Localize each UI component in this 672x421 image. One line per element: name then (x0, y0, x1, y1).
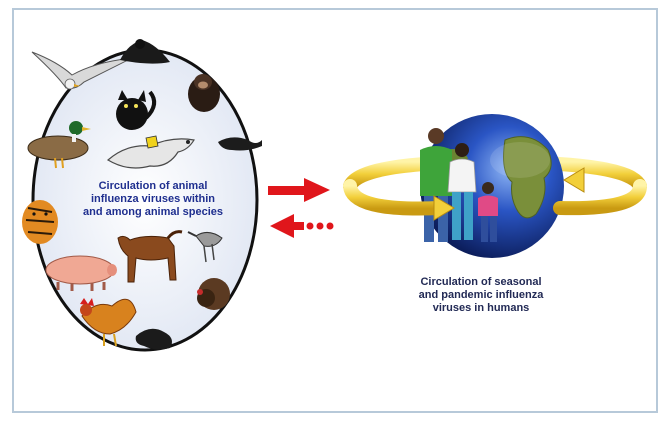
orbit-ring-front-right (560, 186, 640, 208)
caption-line: and pandemic influenza (386, 289, 576, 302)
caption-line: and among animal species (60, 206, 246, 219)
arrow-human-to-animal (270, 214, 334, 238)
tiger-icon (22, 200, 58, 244)
caption-line: Circulation of seasonal (386, 276, 576, 289)
caption-line: influenza viruses within (60, 193, 246, 206)
animal-circulation-caption: Circulation of animal influenza viruses … (60, 180, 246, 219)
caption-line: Circulation of animal (60, 180, 246, 193)
ferret-icon (218, 137, 262, 150)
arrow-animal-to-human (268, 178, 330, 202)
caption-line: viruses in humans (386, 302, 576, 315)
human-circulation-caption: Circulation of seasonal and pandemic inf… (386, 276, 576, 315)
